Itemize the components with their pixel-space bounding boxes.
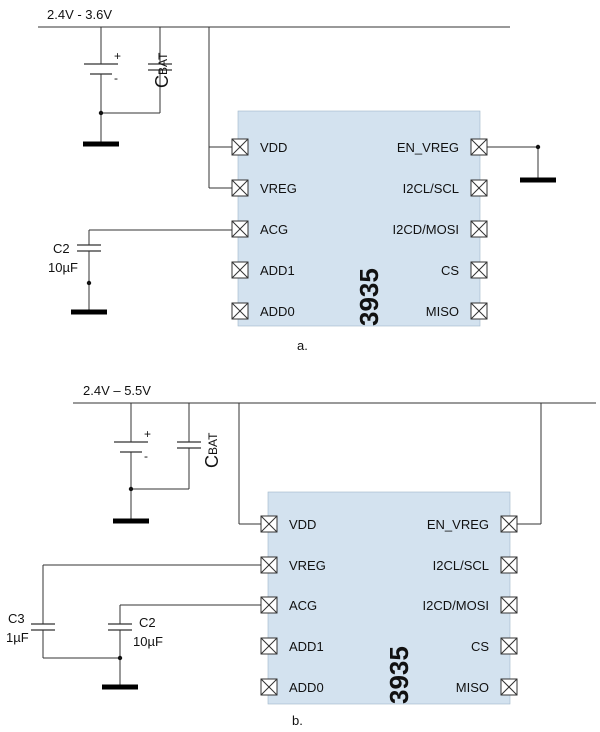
pin-right-i2cd-mosi: I2CD/MOSI [423,596,518,614]
pin-label-left: ADD1 [289,639,324,654]
pin-label-right: EN_VREG [427,517,489,532]
pin-label-left: ADD0 [289,680,324,695]
battery-b: + - [114,403,151,519]
chip-number-a: 3935 [354,268,384,326]
pin-label-left: ADD1 [260,263,295,278]
supply-voltage-label-b: 2.4V – 5.5V [83,383,151,398]
pin-label-left: VDD [289,517,316,532]
caption-a: a. [297,338,308,353]
pin-label-right: I2CL/SCL [403,181,459,196]
pin-left-add0: ADD0 [260,678,324,696]
diagram-b: 2.4V – 5.5V + - CBAT [6,383,596,728]
chip-body-b [267,491,511,705]
battery-plus-a: + [114,49,121,63]
pin-left-vreg: VREG [260,556,326,574]
supply-voltage-label-a: 2.4V - 3.6V [47,7,112,22]
c2-capacitor-b: C2 10µF [108,604,262,685]
battery-minus-a: - [114,71,118,85]
pin-right-i2cl-scl: I2CL/SCL [433,556,518,574]
pin-right-i2cl-scl: I2CL/SCL [403,179,488,197]
pin-left-vreg: VREG [231,179,297,197]
cbat-capacitor-a: CBAT [98,27,172,116]
pin-left-vdd: VDD [260,515,316,533]
pin-left-acg: ACG [260,596,317,614]
pin-right-cs: CS [471,637,518,655]
pin-right-i2cd-mosi: I2CD/MOSI [393,220,488,238]
cbat-label-a: CBAT [152,52,172,88]
c2-capacitor-a: C2 10µF [48,229,232,310]
pin-right-cs: CS [441,261,488,279]
pin-label-left: ADD0 [260,304,295,319]
c3-capacitor-b: C3 1µF [6,564,262,659]
pin-label-right: CS [471,639,489,654]
c3-label-b: C3 [8,611,25,626]
pin-label-left: ACG [289,598,317,613]
c2-label-b: C2 [139,615,156,630]
pin-right-en-vreg: EN_VREG [427,515,518,533]
pin-right-en-vreg: EN_VREG [397,138,488,156]
cbat-label-b: CBAT [202,432,222,468]
pin-left-vdd: VDD [231,138,287,156]
pin-label-right: I2CL/SCL [433,558,489,573]
pin-left-acg: ACG [231,220,288,238]
chip-body-a [237,110,481,327]
c3-value-b: 1µF [6,630,29,645]
caption-b: b. [292,713,303,728]
pin-label-right: MISO [426,304,459,319]
c2-label-a: C2 [53,241,70,256]
battery-plus-b: + [144,427,151,441]
pin-left-add1: ADD1 [260,637,324,655]
pin-label-left: VREG [260,181,297,196]
diagram-a: 2.4V - 3.6V + - CBAT [38,7,556,353]
pin-right-miso: MISO [426,302,488,320]
pin-label-left: ACG [260,222,288,237]
c2-value-a: 10µF [48,260,78,275]
chip-number-b: 3935 [384,646,414,704]
pin-label-right: I2CD/MOSI [393,222,459,237]
battery-a: + - [84,27,121,142]
pin-label-left: VDD [260,140,287,155]
pin-right-miso: MISO [456,678,518,696]
battery-minus-b: - [144,449,148,463]
c2-value-b: 10µF [133,634,163,649]
pin-label-right: MISO [456,680,489,695]
pin-label-right: CS [441,263,459,278]
cbat-capacitor-b: CBAT [128,403,222,492]
pin-label-right: EN_VREG [397,140,459,155]
pin-label-right: I2CD/MOSI [423,598,489,613]
pin-label-left: VREG [289,558,326,573]
pin-left-add1: ADD1 [231,261,295,279]
pin-left-add0: ADD0 [231,302,295,320]
